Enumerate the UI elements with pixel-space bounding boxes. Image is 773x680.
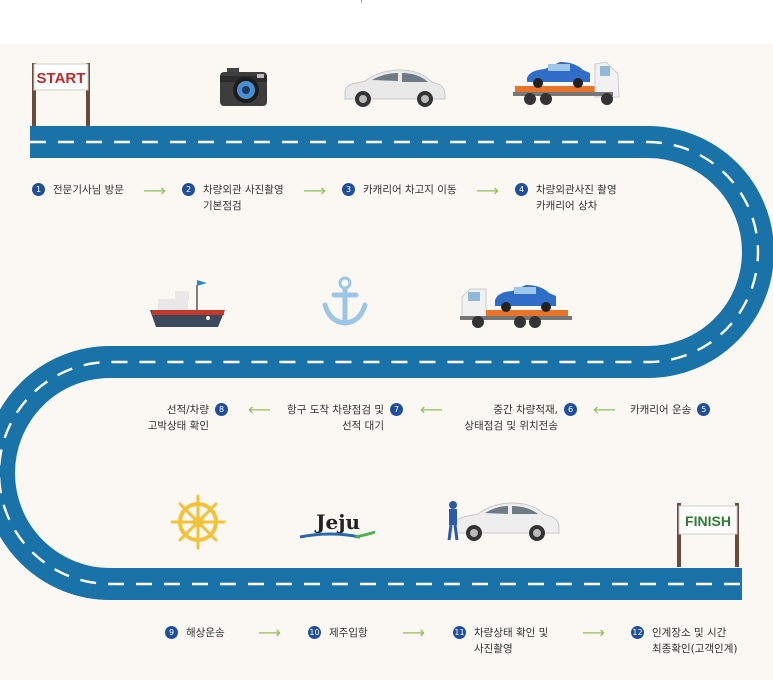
step-label: 인계장소 및 시간 최종확인(고객인계) [652, 627, 738, 655]
step-7: 항구 도착 차량점검 및 선적 대기 7 [285, 402, 403, 434]
step-number-badge: 6 [564, 403, 577, 416]
top-divider-mark [361, 0, 362, 3]
step-10: 10 제주입항 [308, 625, 368, 641]
step-3: 3 카캐리어 차고지 이동 [342, 182, 457, 198]
step-6: 중간 차량적재, 상태점검 및 위치전송 6 [457, 402, 577, 434]
arrow-left-icon: ⟵ [420, 400, 443, 419]
arrow-right-icon: ⟶ [582, 623, 605, 642]
step-number-badge: 5 [697, 403, 711, 416]
step-number-badge: 3 [342, 183, 355, 196]
road [0, 126, 773, 600]
ship-wheel-icon [170, 494, 226, 550]
step-1: 1 전문기사님 방문 [32, 182, 124, 198]
camera-icon [220, 68, 267, 106]
step-4: 4 차량외관사진 촬영 카캐리어 상차 [515, 182, 617, 214]
arrow-left-icon: ⟵ [593, 400, 616, 419]
step-5: 카캐리어 운송 5 [630, 402, 711, 418]
step-label: 해상운송 [186, 627, 225, 639]
start-label: START [37, 70, 86, 87]
step-number-badge: 12 [631, 626, 644, 639]
step-label: 차량상태 확인 및 사진촬영 [474, 627, 549, 655]
step-number-badge: 7 [390, 403, 403, 416]
mechanic-car-icon [447, 501, 560, 541]
finish-label: FINISH [685, 513, 731, 529]
step-label: 전문기사님 방문 [53, 184, 124, 196]
step-label: 선적/차량 고박상태 확인 [147, 404, 209, 432]
step-label: 차량외관사진 촬영 카캐리어 상차 [536, 184, 617, 212]
jeju-label: Jeju [314, 510, 360, 534]
step-9: 9 해상운송 [165, 625, 225, 641]
step-2: 2 차량외관 사진촬영 기본점검 [182, 182, 284, 214]
anchor-icon [322, 276, 368, 326]
step-number-badge: 9 [165, 626, 178, 639]
car-carrier-truck-icon-2 [460, 285, 572, 328]
step-number-badge: 2 [182, 183, 195, 196]
arrow-right-icon: ⟶ [402, 623, 425, 642]
jeju-logo-icon: Jeju [299, 510, 376, 539]
arrow-right-icon: ⟶ [303, 181, 326, 200]
arrow-right-icon: ⟶ [143, 181, 166, 200]
step-label: 항구 도착 차량점검 및 선적 대기 [287, 404, 384, 432]
car-icon [344, 69, 446, 107]
step-8: 선적/차량 고박상태 확인 8 [140, 402, 228, 434]
step-number-badge: 8 [215, 403, 228, 416]
step-label: 제주입항 [329, 627, 368, 639]
step-label: 차량외관 사진촬영 기본점검 [203, 184, 284, 212]
step-11: 11 차량상태 확인 및 사진촬영 [453, 625, 548, 657]
start-sign-icon: START [32, 63, 90, 126]
step-label: 카캐리어 차고지 이동 [363, 184, 457, 196]
step-label: 중간 차량적재, 상태점검 및 위치전송 [464, 404, 558, 432]
step-number-badge: 4 [515, 183, 528, 196]
car-carrier-truck-icon [513, 61, 620, 105]
finish-sign-icon: FINISH [677, 503, 739, 567]
arrow-right-icon: ⟶ [476, 181, 499, 200]
arrow-left-icon: ⟵ [248, 400, 271, 419]
step-12: 12 인계장소 및 시간 최종확인(고객인계) [631, 625, 737, 657]
ship-icon [150, 280, 225, 327]
step-label: 카캐리어 운송 [630, 404, 692, 416]
step-number-badge: 11 [453, 626, 466, 639]
step-number-badge: 10 [308, 626, 321, 639]
step-number-badge: 1 [32, 183, 45, 196]
arrow-right-icon: ⟶ [258, 623, 281, 642]
